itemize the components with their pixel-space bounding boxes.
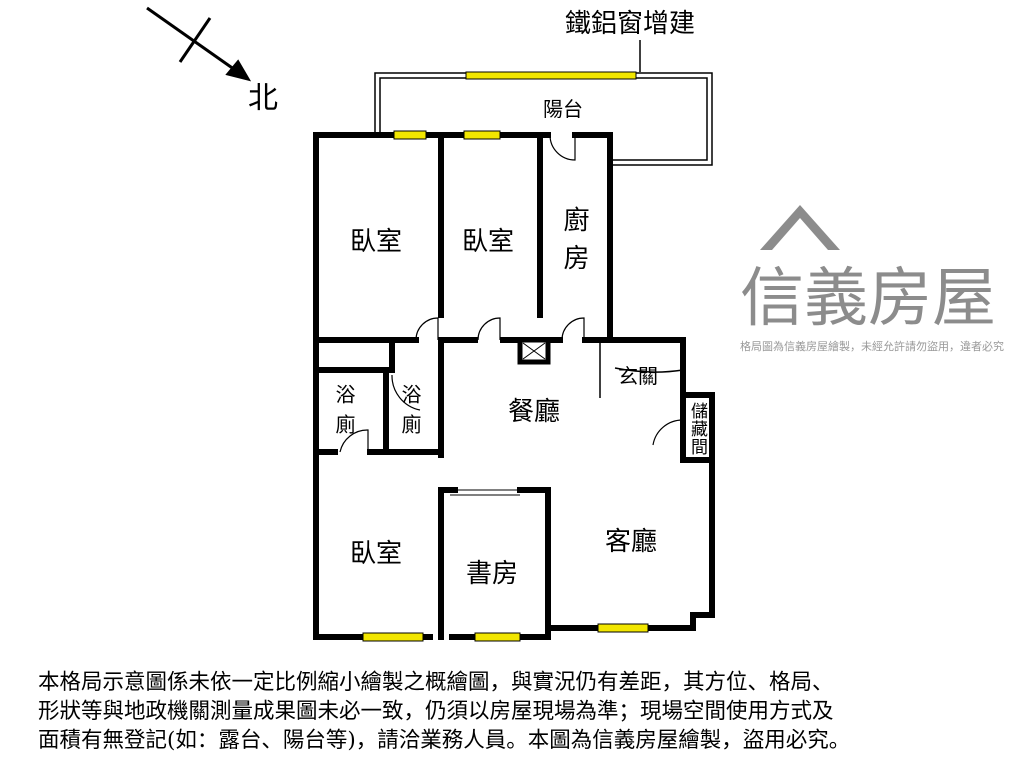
room-bath-2: 浴廁 (398, 384, 422, 444)
walls (313, 132, 715, 640)
entrance-door (599, 340, 684, 398)
windows (362, 130, 649, 642)
compass-north-label: 北 (248, 81, 278, 116)
room-bedroom-3: 臥室 (350, 539, 402, 569)
room-balcony: 陽台 (543, 97, 583, 121)
watermark-logo (760, 205, 840, 250)
watermark-brand: 信義房屋 (740, 262, 996, 336)
room-storage: 儲藏間 (687, 402, 707, 456)
room-entrance: 玄關 (618, 364, 658, 388)
note-line: 形狀等與地政機關測量成果圖未必一致，仍須以房屋現場為準；現場空間使用方式及 (38, 699, 834, 724)
room-living: 客廳 (605, 527, 657, 557)
disclaimer-note: 本格局示意圖係未依一定比例縮小繪製之概繪圖，與實況仍有差距，其方位、格局、 形狀… (38, 668, 998, 755)
addition-label: 鐵鋁窗增建 (565, 9, 695, 39)
room-bedroom-2: 臥室 (462, 227, 514, 257)
room-kitchen: 廚房 (559, 206, 589, 282)
balcony-window (465, 71, 637, 80)
doors (339, 134, 684, 496)
room-bedroom-1: 臥室 (350, 227, 402, 257)
room-study: 書房 (466, 559, 518, 589)
note-line: 本格局示意圖係未依一定比例縮小繪製之概繪圖，與實況仍有差距，其方位、格局、 (38, 670, 834, 695)
room-bath-1: 浴廁 (332, 384, 356, 444)
room-dining: 餐廳 (508, 397, 560, 427)
note-line: 面積有無登記(如：露台、陽台等)，請洽業務人員。本圖為信義房屋繪製，盜用必究。 (38, 728, 851, 753)
balcony-outline (374, 72, 713, 166)
compass-arrow-icon (146, 6, 252, 82)
watermark-text: 格局圖為信義房屋繪製，未經允許請勿盜用，違者必究 (740, 339, 1004, 353)
